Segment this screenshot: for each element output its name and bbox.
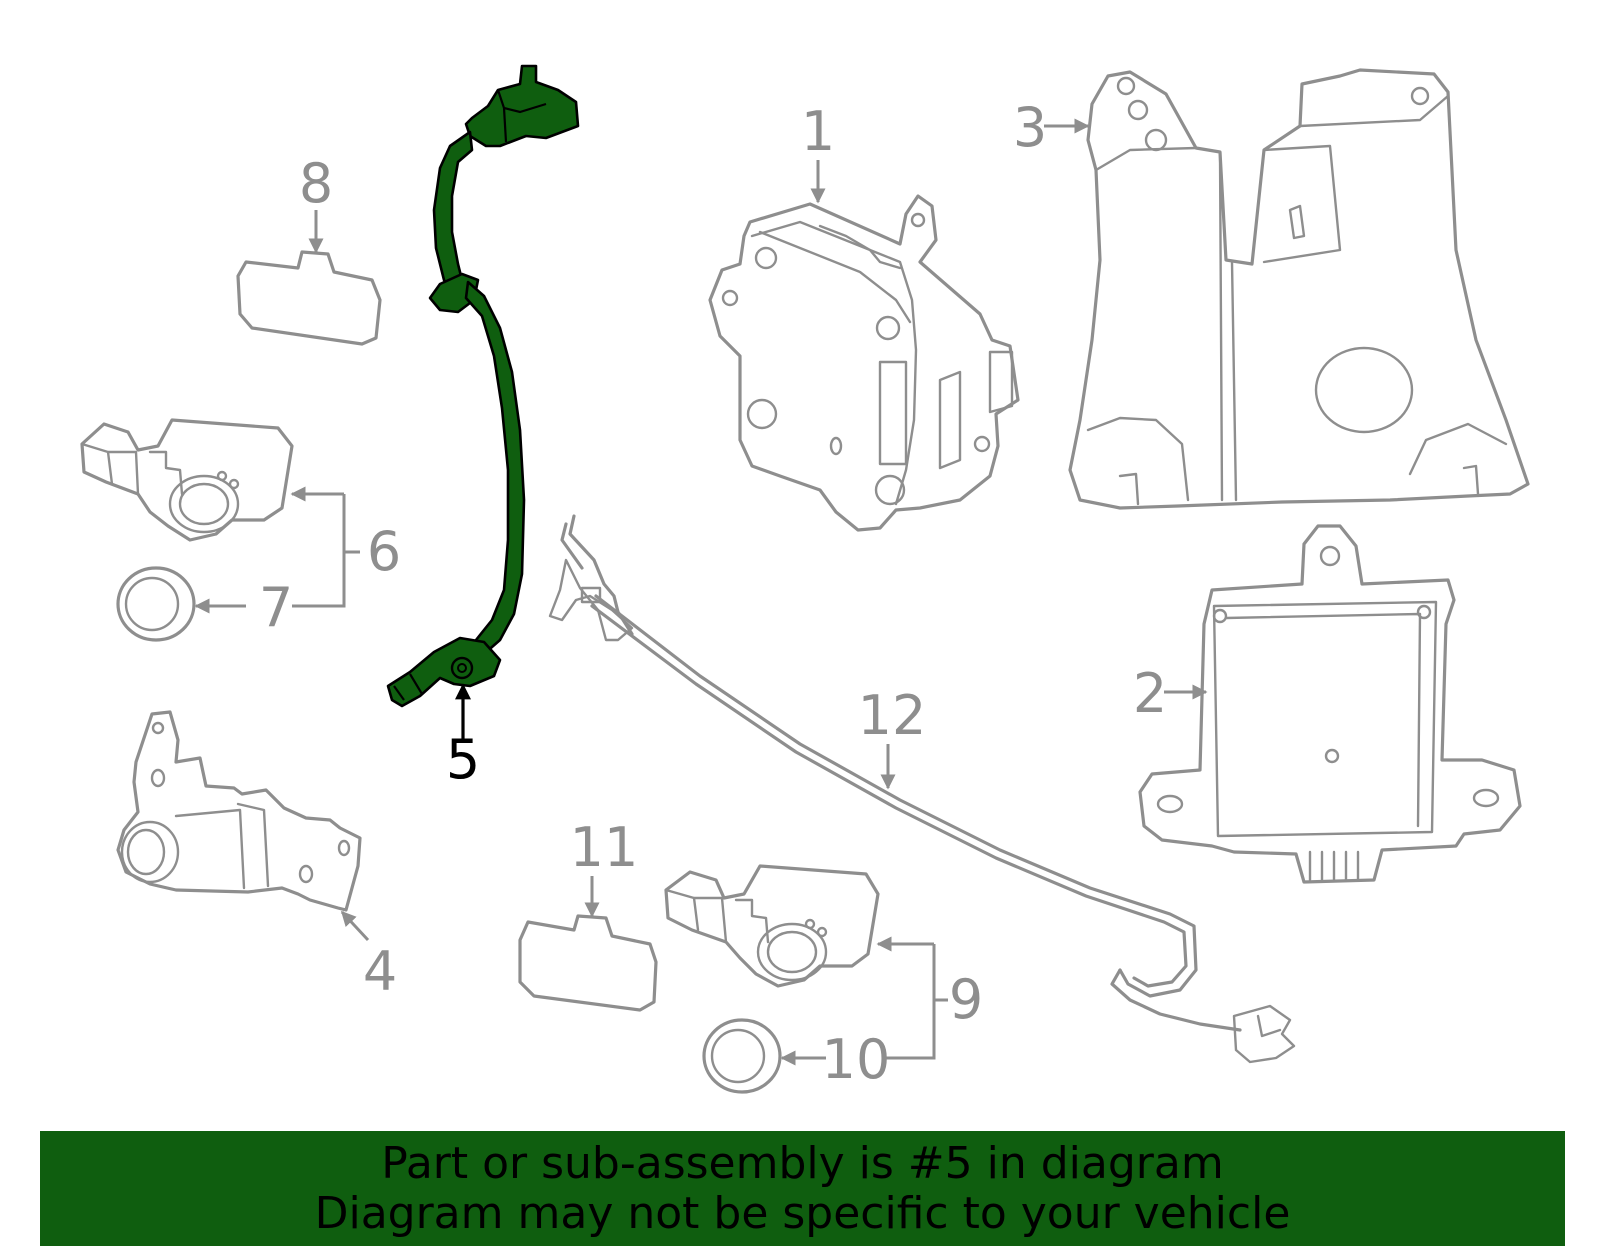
- callout-11: 11: [570, 816, 639, 918]
- callout-2: 2: [1133, 662, 1208, 725]
- part-2-control-unit[interactable]: [1138, 524, 1522, 884]
- callout-4: 4: [340, 910, 397, 1003]
- callout-9-label: 9: [949, 968, 983, 1031]
- part-7-sensor-ring[interactable]: [116, 566, 196, 642]
- part-3-bracket[interactable]: [1068, 68, 1530, 510]
- callout-5-label: 5: [446, 728, 480, 791]
- callout-6-7-bracket: 6 7: [194, 486, 401, 639]
- callout-1-label: 1: [801, 100, 835, 163]
- callout-10-label: 10: [822, 1028, 891, 1091]
- callout-9-10-bracket: 9 10: [780, 936, 983, 1091]
- callout-4-label: 4: [363, 940, 397, 1003]
- part-8-sensor-cap[interactable]: [236, 250, 382, 346]
- callout-11-label: 11: [570, 816, 639, 879]
- part-12-wire[interactable]: [548, 514, 1296, 1064]
- part-6-parking-sensor[interactable]: [80, 418, 294, 542]
- callout-3-label: 3: [1013, 96, 1047, 159]
- callout-3: 3: [1013, 96, 1090, 159]
- callout-1: 1: [801, 100, 835, 204]
- callout-12-label: 12: [858, 684, 927, 747]
- callout-2-label: 2: [1133, 662, 1167, 725]
- callout-8: 8: [299, 152, 333, 254]
- callout-8-label: 8: [299, 152, 333, 215]
- callout-6-label: 6: [367, 520, 401, 583]
- banner-part-number-text: Part or sub-assembly is #5 in diagram: [381, 1137, 1224, 1189]
- part-info-banner: Part or sub-assembly is #5 in diagram Di…: [40, 1131, 1565, 1246]
- callout-12: 12: [858, 684, 927, 790]
- part-9-parking-sensor[interactable]: [664, 864, 880, 988]
- banner-disclaimer-text: Diagram may not be specific to your vehi…: [314, 1187, 1291, 1239]
- part-11-sensor-cap[interactable]: [518, 914, 658, 1012]
- callout-5: 5: [446, 683, 480, 791]
- part-1-control-module[interactable]: [708, 194, 1020, 532]
- part-5-wire-harness[interactable]: [386, 64, 580, 708]
- part-4-sensor-bracket[interactable]: [116, 710, 362, 912]
- callout-7-label: 7: [259, 576, 293, 639]
- part-10-sensor-ring[interactable]: [702, 1018, 782, 1094]
